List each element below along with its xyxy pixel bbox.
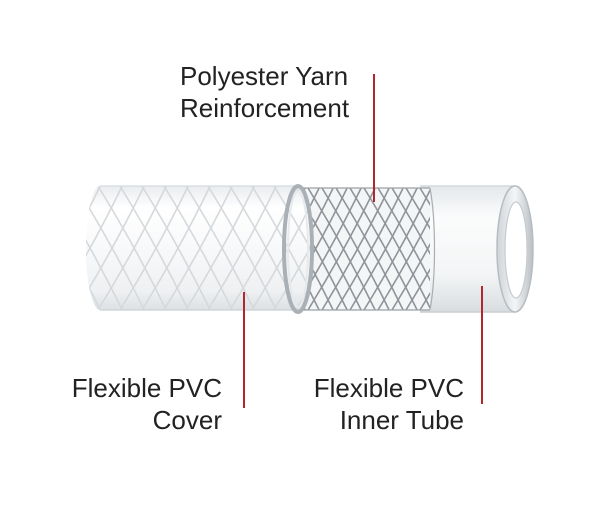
braid-strand — [532, 188, 599, 310]
cover-cut-ring — [282, 184, 314, 314]
braid-strand — [419, 188, 430, 310]
inner-label-line2: Inner Tube — [339, 405, 464, 435]
cover-strand — [97, 186, 167, 310]
cover-strand — [229, 186, 299, 310]
cover-strand — [86, 186, 101, 310]
pvc-cover-label: Flexible PVC Cover — [40, 372, 222, 436]
braid-strand — [405, 188, 430, 310]
cover-strand — [295, 186, 314, 310]
inner-label-line1: Flexible PVC — [313, 373, 464, 403]
pvc-inner-tube-label: Flexible PVC Inner Tube — [282, 372, 464, 436]
cover-strand — [185, 186, 255, 310]
inner-tube — [420, 185, 534, 313]
cover-strand — [0, 186, 34, 310]
cover-strand — [86, 186, 123, 310]
cover-strand — [86, 186, 145, 310]
braid-strand — [321, 188, 390, 310]
cover-strand — [119, 186, 189, 310]
braid-strand — [405, 188, 430, 310]
cover-strand — [10, 186, 78, 310]
outer-cover — [0, 184, 314, 314]
braid-strand — [532, 188, 599, 310]
cover-strand — [141, 186, 211, 310]
braid-strand — [546, 188, 600, 310]
braid-strand — [335, 188, 404, 310]
cover-strand — [207, 186, 277, 310]
cover-strand — [163, 186, 233, 310]
cover-strand — [86, 186, 101, 310]
braid-strand — [349, 188, 418, 310]
cover-strand — [0, 186, 34, 310]
cover-label-line2: Cover — [152, 405, 222, 435]
yarn-label-line1: Polyester Yarn — [180, 61, 349, 91]
cover-strand — [10, 186, 78, 310]
yarn-label-line2: Reinforcement — [180, 93, 350, 123]
yarn-reinforcement-label: Polyester Yarn Reinforcement — [180, 60, 349, 124]
cover-strand — [0, 186, 56, 310]
braid-strand — [419, 188, 430, 310]
braid-strand — [377, 188, 430, 310]
braid-strand — [391, 188, 430, 310]
cover-label-line1: Flexible PVC — [71, 373, 222, 403]
braid-strand — [363, 188, 430, 310]
cover-strand — [0, 186, 56, 310]
braid-strand — [307, 188, 376, 310]
braid-strand — [546, 188, 600, 310]
